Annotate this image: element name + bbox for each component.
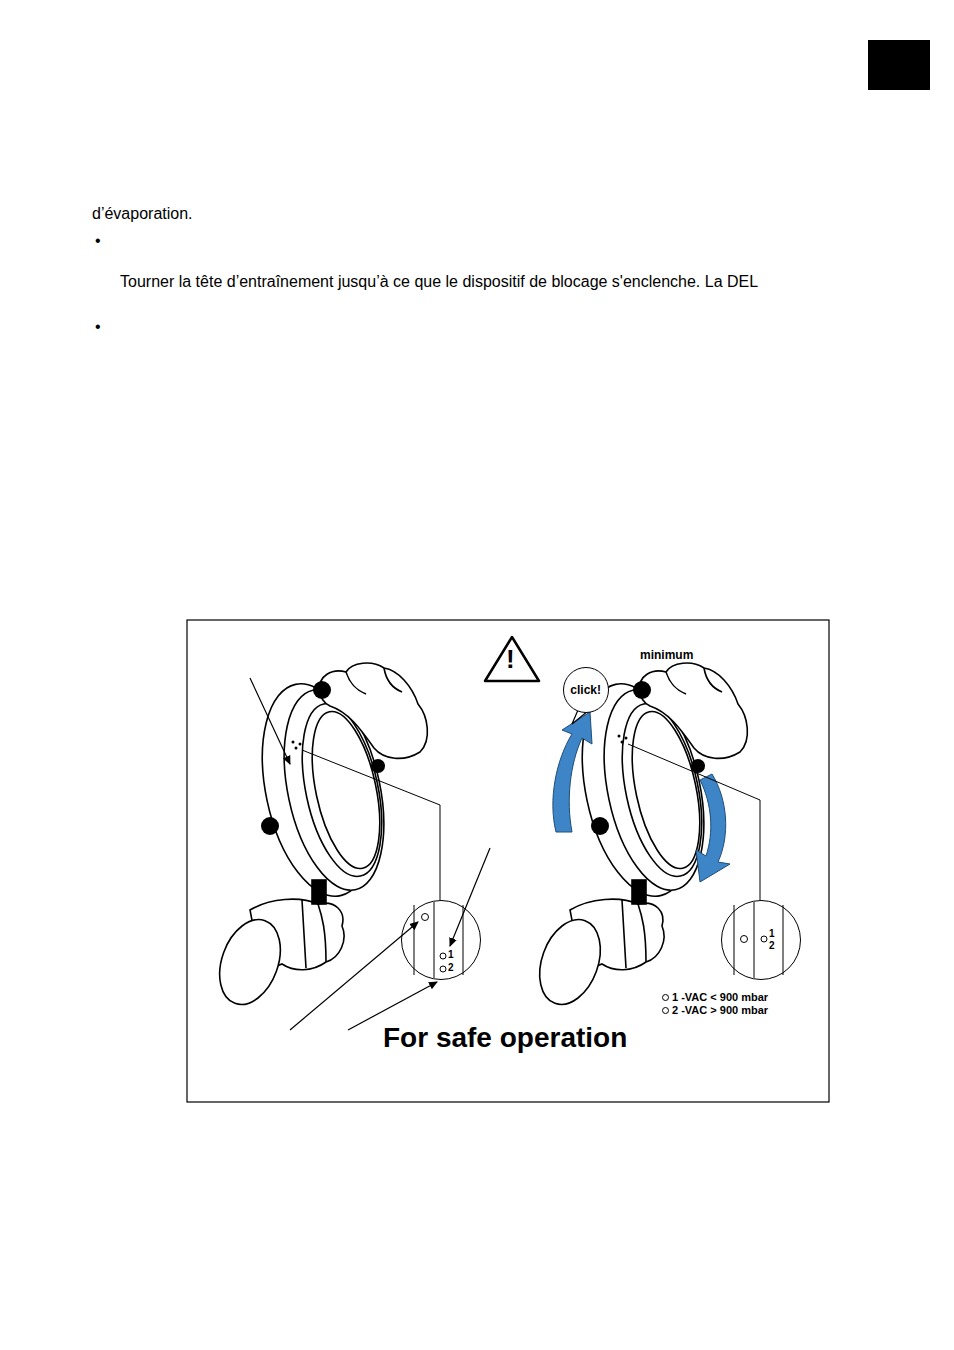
node-text: 1 xyxy=(448,950,454,960)
legend-swatch xyxy=(662,994,669,1001)
legend-item: 2 -VAC > 900 mbar xyxy=(662,1004,768,1016)
body-text: d’évaporation. xyxy=(92,205,193,223)
node-text: 2 xyxy=(769,941,775,951)
legend-item: 1 -VAC < 900 mbar xyxy=(662,991,768,1003)
legend-text: 1 -VAC < 900 mbar xyxy=(672,991,768,1003)
warning-mark: ! xyxy=(506,645,515,675)
legend-text: 2 -VAC > 900 mbar xyxy=(672,1004,768,1016)
speech-bubble: click! xyxy=(563,667,609,713)
figure-note: minimum xyxy=(640,649,693,663)
figure-caption-text: For safe operation xyxy=(383,1022,627,1054)
bullet: • xyxy=(95,232,101,250)
node-text: click! xyxy=(570,684,601,696)
detail-circle: 12 xyxy=(401,900,481,980)
node-text: 1 xyxy=(769,929,775,939)
detail-circle: 12 xyxy=(721,900,801,980)
body-text: Tourner la tête d’entraînement jusqu’à c… xyxy=(120,273,758,291)
bullet: • xyxy=(95,318,101,336)
node-text: 2 xyxy=(448,963,454,973)
legend-swatch xyxy=(662,1007,669,1014)
